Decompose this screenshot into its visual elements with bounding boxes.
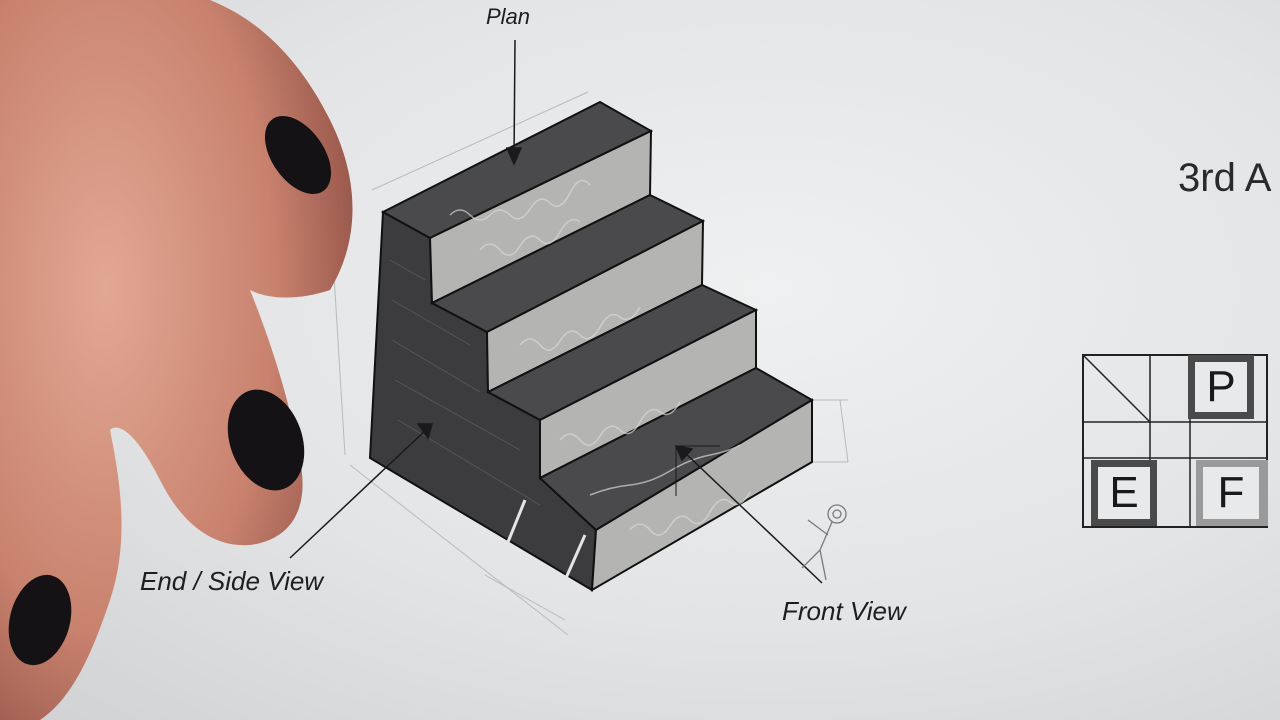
- stick-figure: [801, 504, 847, 581]
- front-view-label: Front View: [782, 596, 906, 626]
- key-plan-letter: P: [1206, 362, 1236, 411]
- fingernail-1: [264, 115, 332, 195]
- hand-shape: [0, 0, 353, 720]
- end-side-view-label: End / Side View: [140, 566, 324, 596]
- projection-key-lines: [1082, 354, 1268, 528]
- shading-squiggles: [449, 179, 751, 536]
- fingernail-2: [227, 389, 305, 491]
- key-front-letter: F: [1217, 468, 1245, 517]
- plan-label: Plan: [486, 4, 531, 29]
- annotation-arrows: [289, 39, 823, 584]
- key-end-letter: E: [1109, 468, 1139, 517]
- fingernail-3: [8, 574, 72, 666]
- projection-key-grid: P E F: [1080, 352, 1270, 530]
- projection-heading: 3rd A: [1178, 156, 1272, 200]
- side-highlight-lines: [506, 499, 587, 579]
- riser-4: [590, 398, 813, 592]
